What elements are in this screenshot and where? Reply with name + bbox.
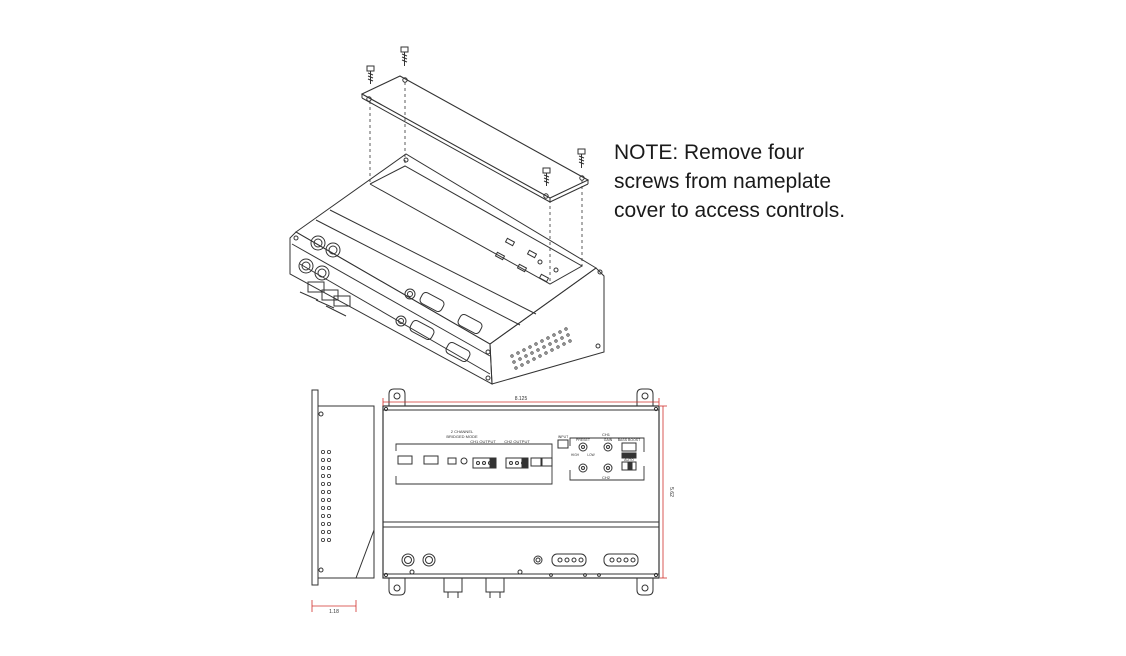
ch1-label: CH1 xyxy=(602,432,611,437)
bass-boost-label: BASS BOOST xyxy=(618,438,641,442)
gain-label: GAIN xyxy=(604,438,613,442)
vent-pattern xyxy=(510,327,572,370)
side-view xyxy=(311,389,375,586)
ch2-output-label: CH2 OUTPUT xyxy=(504,439,530,444)
screw-icon xyxy=(577,148,586,168)
input-label: INPUT xyxy=(558,435,569,439)
auto-label: AUTO xyxy=(624,458,634,462)
screw-icon xyxy=(400,46,409,66)
isometric-amplifier-view xyxy=(289,46,605,385)
access-note: NOTE: Remove four screws from nameplate … xyxy=(614,138,944,225)
screw-icon xyxy=(366,65,375,84)
high-label: HIGH xyxy=(571,453,580,457)
note-line-3: cover to access controls. xyxy=(614,199,846,222)
screw-icon xyxy=(542,167,551,186)
ch1-output-label: CH1 OUTPUT xyxy=(470,439,496,444)
height-dimension-label: 5.62 xyxy=(668,487,674,497)
mode-label-line1: 2 CHANNEL xyxy=(451,429,474,434)
nameplate-cover xyxy=(360,75,590,199)
preset-label: PRESET xyxy=(576,438,591,442)
front-view xyxy=(382,388,660,598)
low-label: LOW xyxy=(587,453,594,457)
vent-pattern xyxy=(320,449,331,543)
note-line-2: screws from nameplate xyxy=(614,170,832,193)
dimension-lines xyxy=(311,398,667,612)
note-line-1: NOTE: Remove four xyxy=(614,141,805,164)
depth-dimension-label: 1.18 xyxy=(329,609,339,615)
width-dimension-label: 8.125 xyxy=(515,396,528,402)
mode-label-line2: BRIDGED MODE xyxy=(446,434,478,439)
ch2-label: CH2 xyxy=(602,475,611,480)
